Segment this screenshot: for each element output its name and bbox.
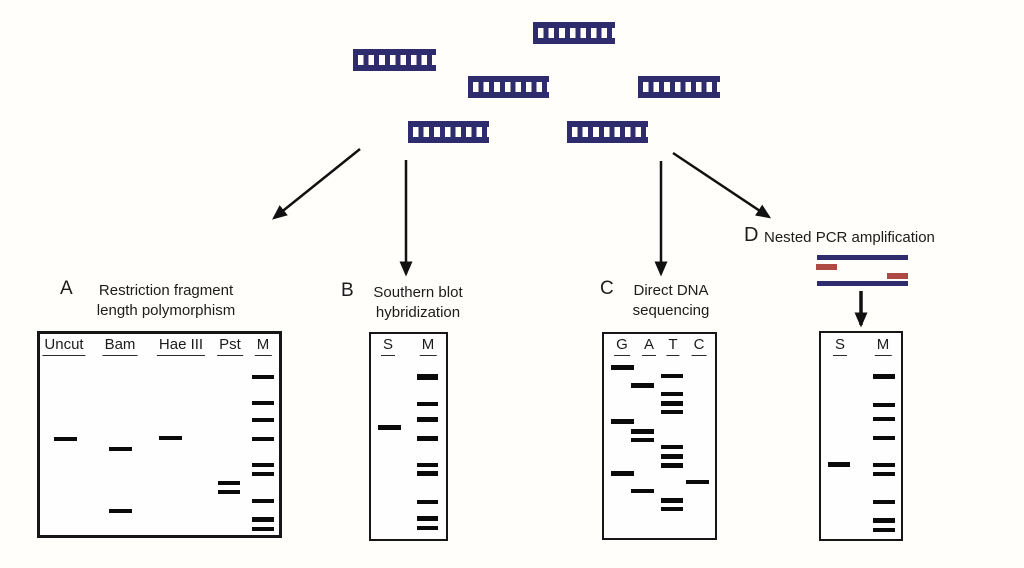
panel-b-letter: B — [341, 280, 354, 301]
gel-band — [252, 375, 274, 379]
panel-b-title-line2: hybridization — [375, 304, 461, 321]
gel-band — [873, 500, 895, 504]
gel-band — [252, 401, 274, 405]
gel-band — [661, 507, 683, 511]
gel-band — [252, 527, 274, 531]
gel-band — [417, 402, 438, 406]
gel-band — [631, 489, 654, 493]
panel-a-letter: A — [60, 278, 73, 299]
gel-band — [611, 419, 634, 424]
gel-band — [252, 418, 274, 422]
gel-band — [417, 417, 438, 422]
pcr-template-strand — [817, 255, 908, 260]
lane-label: Pst — [217, 337, 243, 356]
panel-c-title-line2: sequencing — [632, 302, 710, 319]
gel-band — [417, 463, 438, 467]
gel-band — [661, 410, 683, 414]
lane-label: A — [641, 337, 657, 356]
gel-band — [417, 436, 438, 441]
dna-fragment — [408, 121, 489, 143]
panel-d-letter: D — [744, 224, 759, 246]
gel-band — [873, 528, 895, 532]
gel-band — [252, 437, 274, 441]
lane-label: S — [380, 337, 396, 356]
gel-band — [873, 417, 895, 421]
lane-label: M — [874, 337, 892, 356]
pcr-template-strand — [817, 281, 908, 286]
lane-label: S — [832, 337, 848, 356]
lane-label: M — [254, 337, 272, 356]
gel-band — [661, 454, 683, 459]
gel-band — [252, 499, 274, 503]
lane-label: G — [614, 337, 630, 356]
gel-band — [252, 517, 274, 522]
gel-band — [218, 481, 240, 485]
gel-band — [631, 383, 654, 388]
panel-b-title: Southern blot hybridization — [373, 283, 462, 323]
gel-band — [611, 471, 634, 476]
gel-band — [873, 472, 895, 476]
gel-band — [661, 401, 683, 406]
gel-band — [417, 471, 438, 476]
gel-band — [252, 472, 274, 476]
gel-band — [417, 374, 438, 380]
gel-band — [661, 392, 683, 396]
gel-band — [661, 498, 683, 503]
panel-a-title: Restriction fragment length polymorphism — [97, 281, 235, 321]
lane-label: T — [666, 337, 680, 356]
gel-band — [661, 463, 683, 468]
gel-band — [218, 490, 240, 494]
gel-band — [873, 436, 895, 440]
lane-label: Hae III — [156, 337, 206, 356]
pcr-primer — [816, 264, 837, 270]
arrow — [272, 148, 361, 220]
arrow — [672, 151, 772, 219]
gel-band — [686, 480, 709, 484]
gel-band — [252, 463, 274, 467]
gel-band — [828, 462, 850, 467]
dna-fragment — [533, 22, 615, 44]
gel-band — [54, 437, 77, 441]
dna-fragment — [638, 76, 720, 98]
gel-band — [109, 447, 132, 451]
gel-band — [873, 463, 895, 467]
gel-band — [611, 365, 634, 370]
panel-c-title-line1: Direct DNA — [633, 282, 709, 299]
gel-band — [159, 436, 182, 440]
gel-band — [873, 403, 895, 407]
gel-band — [417, 516, 438, 521]
lane-label: C — [691, 337, 707, 356]
gel-box-rflp — [37, 331, 282, 538]
gel-band — [631, 429, 654, 434]
gel-band — [661, 374, 683, 378]
gel-band — [109, 509, 132, 513]
gel-band — [378, 425, 401, 430]
gel-band — [873, 374, 895, 379]
dna-fragment — [353, 49, 436, 71]
gel-box-southern-blot — [369, 332, 448, 541]
panel-c-letter: C — [600, 278, 614, 299]
gel-band — [631, 438, 654, 442]
panel-d-title: Nested PCR amplification — [764, 229, 935, 246]
panel-c-title: Direct DNA sequencing — [633, 281, 710, 321]
gel-box-sequencing — [602, 332, 717, 540]
gel-band — [661, 445, 683, 449]
pcr-primer — [887, 273, 908, 279]
gel-band — [417, 526, 438, 530]
dna-fragment — [468, 76, 549, 98]
panel-a-title-line1: Restriction fragment — [98, 282, 234, 299]
lane-label: M — [419, 337, 437, 356]
gel-band — [873, 518, 895, 523]
panel-a-title-line2: length polymorphism — [96, 302, 236, 319]
lane-label: Uncut — [42, 337, 86, 356]
lane-label: Bam — [102, 337, 138, 356]
dna-fragment — [567, 121, 648, 143]
gel-band — [417, 500, 438, 504]
panel-b-title-line1: Southern blot — [373, 284, 463, 301]
